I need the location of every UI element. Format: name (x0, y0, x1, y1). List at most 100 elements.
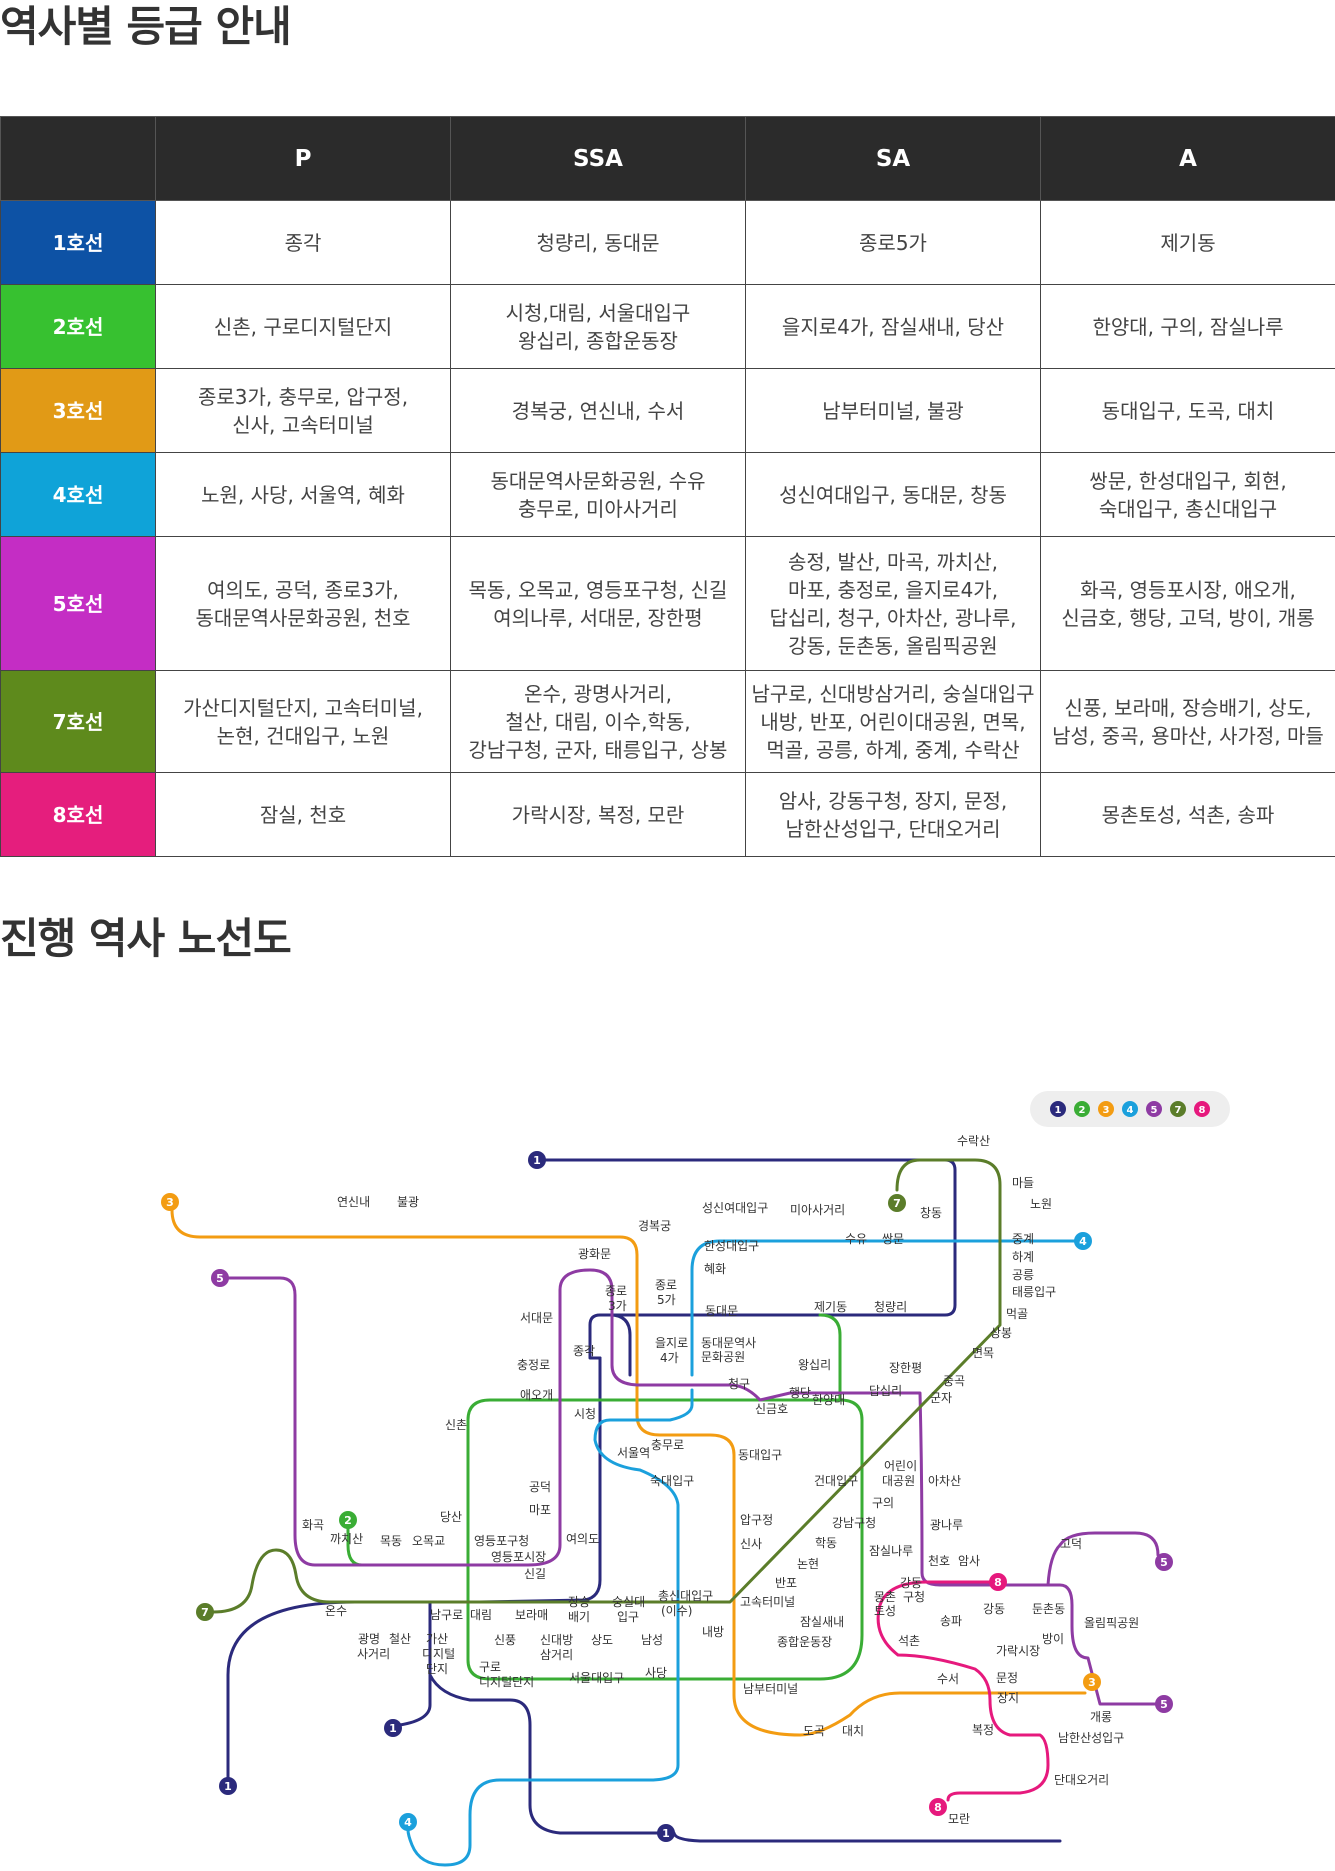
station-label: 영등포시장 (491, 1550, 546, 1564)
station-label: 불광 (397, 1195, 419, 1209)
station-label: 모란 (948, 1812, 970, 1826)
station-list-cell-sa: 을지로4가, 잠실새내, 당산 (745, 284, 1041, 369)
station-label: 서울역 (617, 1446, 650, 1460)
station-label: 남부터미널 (743, 1682, 798, 1696)
line-name-cell: 2호선 (0, 284, 156, 369)
line-1-route (543, 1158, 957, 1360)
station-list-cell-p: 여의도, 공덕, 종로3가,동대문역사문화공원, 천호 (155, 536, 451, 671)
station-list-cell-a: 쌍문, 한성대입구, 회현,숙대입구, 총신대입구 (1040, 452, 1335, 537)
station-list-cell-p: 가산디지털단지, 고속터미널,논현, 건대입구, 노원 (155, 670, 451, 773)
station-label: 신사 (740, 1537, 762, 1551)
station-label: 수서 (937, 1672, 959, 1686)
station-label: 총신대입구 (658, 1589, 713, 1603)
line-badge-number: 5 (1160, 1698, 1168, 1711)
station-list-line: 신촌, 구로디지털단지 (213, 314, 393, 339)
station-list-line: 종각 (284, 230, 322, 255)
station-label: 가산 (426, 1632, 448, 1646)
station-label: 4가 (660, 1351, 679, 1365)
station-label: 삼거리 (540, 1648, 573, 1662)
station-list-line: 가락시장, 복정, 모란 (511, 802, 685, 827)
station-label: 반포 (775, 1576, 797, 1590)
station-label: 제기동 (814, 1300, 847, 1314)
station-label: 광나루 (930, 1518, 963, 1532)
line-name-cell: 7호선 (0, 670, 156, 773)
station-list-line: 마포, 충정로, 을지로4가, (787, 577, 999, 602)
legend-number: 2 (1079, 1105, 1086, 1116)
station-label: 충정로 (517, 1358, 550, 1372)
station-label: 신풍 (494, 1633, 516, 1647)
header-grade-p: P (155, 116, 451, 201)
station-list-line: 답십리, 청구, 아차산, 광나루, (769, 605, 1017, 630)
legend-number: 4 (1127, 1105, 1134, 1116)
station-list-cell-p: 노원, 사당, 서울역, 혜화 (155, 452, 451, 537)
station-label: 구청 (903, 1590, 925, 1604)
station-label: 노원 (1030, 1197, 1052, 1211)
station-list-cell-ssa: 가락시장, 복정, 모란 (450, 772, 746, 857)
station-label: 아차산 (928, 1474, 961, 1488)
station-label: 성신여대입구 (702, 1201, 768, 1215)
station-label: 가락시장 (996, 1644, 1040, 1658)
station-label: 종로 (605, 1284, 627, 1298)
station-label: 여의도 (566, 1532, 599, 1546)
station-label: 청구 (728, 1377, 750, 1391)
station-label: 입구 (617, 1610, 639, 1624)
station-label: 장지 (997, 1691, 1019, 1705)
station-label: 한양대 (812, 1393, 845, 1407)
station-label: 방이 (1042, 1632, 1064, 1646)
station-label: 창동 (920, 1206, 942, 1220)
station-list-line: 제기동 (1160, 230, 1216, 255)
station-label: 한성대입구 (704, 1239, 759, 1253)
station-label: 학동 (815, 1536, 837, 1550)
grade-section-title: 역사별 등급 안내 (0, 2, 292, 51)
line-badge-8 (929, 1798, 947, 1816)
legend-number: 7 (1175, 1105, 1182, 1116)
station-label: 디지털 (422, 1647, 455, 1661)
station-label: 구의 (872, 1496, 894, 1510)
station-label: 사당 (645, 1666, 667, 1680)
line-badge-1 (384, 1719, 402, 1737)
station-label: 당산 (440, 1510, 462, 1524)
station-list-line: 청량리, 동대문 (536, 230, 660, 255)
station-list-line: 숙대입구, 총신대입구 (1098, 496, 1278, 521)
station-label: 장승 (568, 1595, 590, 1609)
station-label: 하계 (1012, 1250, 1034, 1264)
station-list-cell-sa: 종로5가 (745, 200, 1041, 285)
station-label: 먹골 (1006, 1307, 1028, 1321)
legend-number: 5 (1151, 1105, 1158, 1116)
station-label: 암사 (958, 1554, 980, 1568)
station-label: 동대문역사 (701, 1336, 756, 1350)
station-label: 충무로 (651, 1438, 684, 1452)
line-8-route (876, 1580, 1050, 1802)
station-label: 천호 (928, 1553, 950, 1568)
station-list-line: 가산디지털단지, 고속터미널, (183, 695, 423, 720)
station-list-cell-sa: 성신여대입구, 동대문, 창동 (745, 452, 1041, 537)
station-list-line: 왕십리, 종합운동장 (518, 328, 678, 353)
station-label: 내방 (702, 1625, 724, 1639)
station-label: 답십리 (869, 1384, 902, 1398)
station-label: 철산 (389, 1632, 411, 1646)
station-label: 연신내 (337, 1195, 370, 1209)
line-badge-5 (211, 1269, 229, 1287)
line-2-route (466, 1398, 864, 1681)
station-label: 강동 (900, 1576, 922, 1590)
header-corner-cell (0, 116, 156, 201)
station-label: 청량리 (874, 1300, 907, 1314)
station-label: 화곡 (302, 1518, 324, 1532)
line-badge-7 (196, 1603, 214, 1621)
station-list-line: 온수, 광명사거리, (524, 681, 672, 706)
station-list-line: 노원, 사당, 서울역, 혜화 (201, 482, 405, 507)
line-badge-1 (219, 1777, 237, 1795)
station-label: 3가 (608, 1299, 627, 1313)
station-label: 왕십리 (798, 1358, 831, 1372)
station-list-line: 충무로, 미아사거리 (518, 496, 678, 521)
station-label: (이수) (661, 1604, 692, 1618)
legend-dot-line-4 (1122, 1101, 1138, 1117)
station-list-line: 잠실, 천호 (259, 802, 347, 827)
station-label: 마들 (1012, 1176, 1034, 1190)
station-label: 오목교 (412, 1534, 445, 1548)
station-label: 잠실나루 (869, 1544, 913, 1558)
